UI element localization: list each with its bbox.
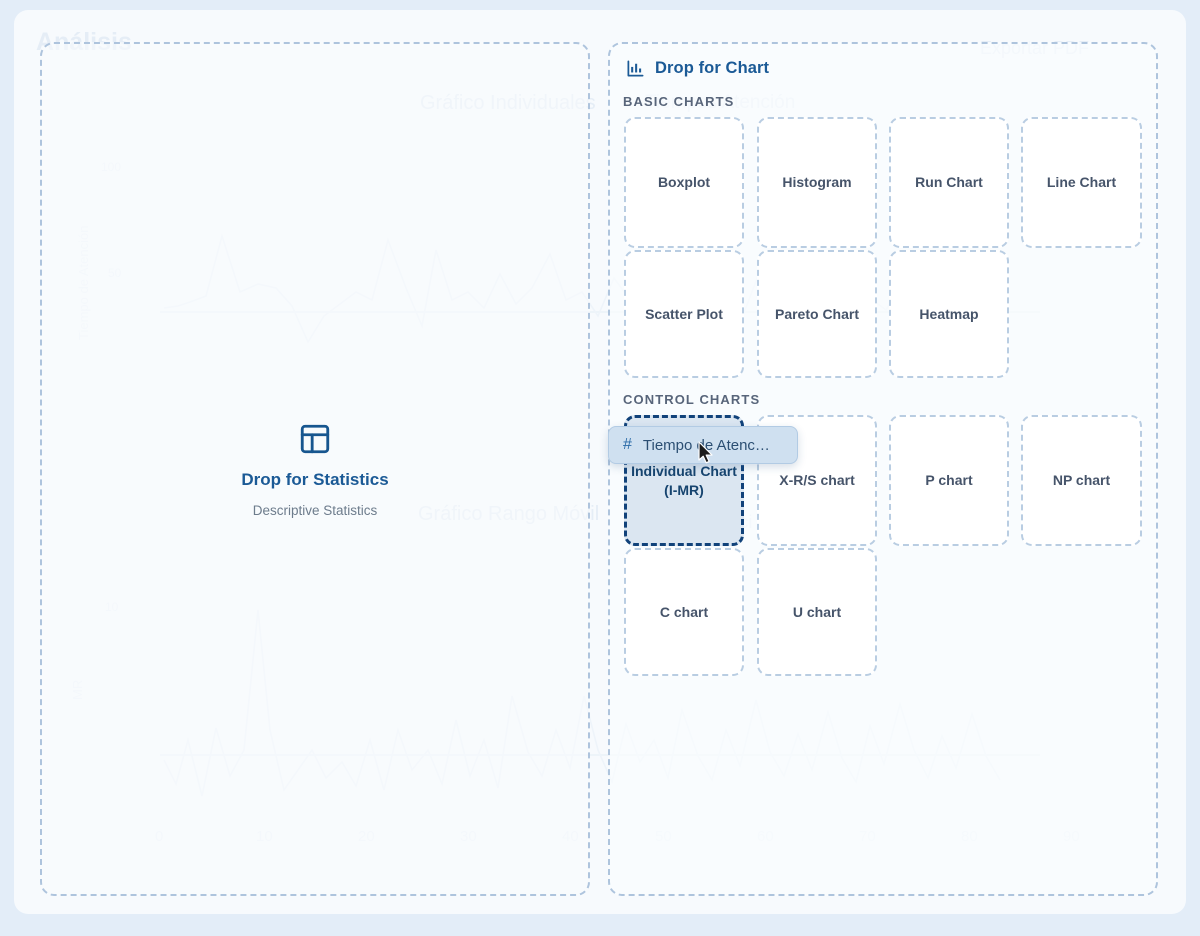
- chart-tile-label: Histogram: [782, 174, 852, 191]
- section-label-control-charts: CONTROL CHARTS: [623, 392, 761, 407]
- statistics-dropzone-content: Drop for Statistics Descriptive Statisti…: [42, 422, 588, 518]
- chart-tile-label: Heatmap: [919, 305, 979, 322]
- hash-icon: #: [623, 436, 632, 453]
- chart-tile-p-chart[interactable]: P chart: [889, 415, 1009, 546]
- chart-tile-histogram[interactable]: Histogram: [757, 117, 877, 248]
- chart-panel-header: Drop for Chart: [608, 42, 1158, 94]
- chart-tile-np-chart[interactable]: NP chart: [1021, 415, 1142, 546]
- chart-tile-heatmap[interactable]: Heatmap: [889, 250, 1009, 378]
- chart-tile-u-chart[interactable]: U chart: [757, 548, 877, 676]
- chart-tile-pareto-chart[interactable]: Pareto Chart: [757, 250, 877, 378]
- chart-tile-label: P chart: [925, 472, 973, 489]
- chart-tile-boxplot[interactable]: Boxplot: [624, 117, 744, 248]
- chart-tile-label: Run Chart: [915, 174, 983, 191]
- chart-tile-label: U chart: [792, 603, 842, 620]
- statistics-dropzone[interactable]: Drop for Statistics Descriptive Statisti…: [40, 42, 590, 896]
- chart-tile-label: Line Chart: [1046, 174, 1117, 191]
- dragged-field-label: Tiempo de Atenc…: [642, 436, 770, 454]
- chart-tile-label: Scatter Plot: [645, 305, 723, 322]
- chart-tile-scatter-plot[interactable]: Scatter Plot: [624, 250, 744, 378]
- chart-tile-label: Boxplot: [657, 174, 711, 191]
- section-label-basic-charts: BASIC CHARTS: [623, 94, 735, 109]
- chart-tile-line-chart[interactable]: Line Chart: [1021, 117, 1142, 248]
- statistics-dropzone-subtitle: Descriptive Statistics: [252, 503, 378, 518]
- bar-chart-icon: [627, 60, 644, 76]
- chart-tile-label: C chart: [659, 603, 709, 620]
- statistics-dropzone-title: Drop for Statistics: [241, 470, 389, 489]
- chart-tile-label: Individual Chart (I-MR): [631, 462, 737, 498]
- chart-panel-title: Drop for Chart: [655, 58, 770, 77]
- table-icon: [300, 424, 330, 454]
- chart-tile-run-chart[interactable]: Run Chart: [889, 117, 1009, 248]
- chart-tile-label: X-R/S chart: [779, 472, 855, 489]
- dragged-field-chip[interactable]: # Tiempo de Atenc…: [608, 426, 798, 464]
- chart-tile-c-chart[interactable]: C chart: [624, 548, 744, 676]
- chart-tile-label: NP chart: [1052, 472, 1111, 489]
- chart-tile-label: Pareto Chart: [774, 305, 860, 322]
